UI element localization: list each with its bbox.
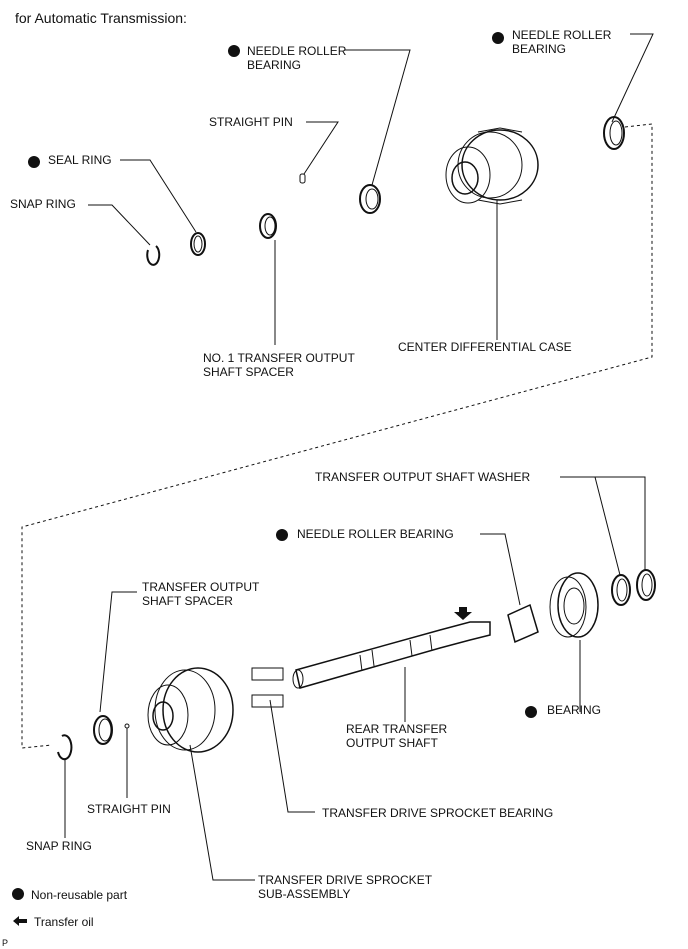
non-reusable-marker-icon <box>525 706 537 718</box>
leader-needle-bearing-3 <box>480 533 521 606</box>
center-differential-case-part <box>445 127 539 205</box>
page-title: for Automatic Transmission: <box>15 10 187 26</box>
no1-spacer-part <box>259 213 277 239</box>
washer-1-part <box>611 574 631 606</box>
label-seal-ring: SEAL RING <box>48 153 112 167</box>
label-center-differential-case: CENTER DIFFERENTIAL CASE <box>398 340 572 354</box>
label-straight-pin-bottom: STRAIGHT PIN <box>87 802 171 816</box>
label-needle-roller-bearing-1: NEEDLE ROLLER BEARING <box>247 44 347 72</box>
label-no1-transfer-output-shaft-spacer: NO. 1 TRANSFER OUTPUT SHAFT SPACER <box>203 351 355 379</box>
straight-pin-bottom-part <box>124 723 130 729</box>
rear-transfer-output-shaft-part <box>292 621 491 689</box>
left-arrow-icon <box>13 916 27 926</box>
leader-washer <box>560 476 646 576</box>
label-transfer-output-shaft-washer: TRANSFER OUTPUT SHAFT WASHER <box>315 470 531 484</box>
non-reusable-marker-icon <box>276 529 288 541</box>
label-snap-ring-top: SNAP RING <box>10 197 76 211</box>
non-reusable-marker-icon <box>492 32 504 44</box>
seal-ring-part <box>190 232 206 256</box>
snap-ring-bottom-part <box>57 734 73 761</box>
transfer-oil-marker-icon <box>454 607 472 620</box>
label-needle-roller-bearing-3: NEEDLE ROLLER BEARING <box>297 527 454 541</box>
filled-circle-icon <box>12 888 24 900</box>
label-straight-pin-top: STRAIGHT PIN <box>209 115 293 129</box>
leader-output-spacer <box>99 591 137 713</box>
bearing-part <box>549 572 599 638</box>
snap-ring-top-part <box>146 245 161 266</box>
leader-seal-ring <box>120 159 197 233</box>
drive-sprocket-part <box>147 667 234 753</box>
assembly-axis-dashed <box>21 123 653 749</box>
output-shaft-spacer-part <box>93 715 113 745</box>
legend-transfer-oil: Transfer oil <box>34 915 94 929</box>
leader-drive-sprocket <box>189 744 255 881</box>
non-reusable-marker-icon <box>228 45 240 57</box>
figure-code: P <box>2 938 9 948</box>
needle-bearing-1-part <box>359 184 381 214</box>
label-rear-transfer-output-shaft: REAR TRANSFER OUTPUT SHAFT <box>346 722 448 750</box>
leader-needle-bearing-2 <box>611 33 654 123</box>
label-transfer-drive-sprocket-bearing: TRANSFER DRIVE SPROCKET BEARING <box>322 806 554 820</box>
non-reusable-marker-icon <box>28 156 40 168</box>
straight-pin-top-part <box>299 173 306 184</box>
leader-straight-pin-top <box>303 121 339 175</box>
needle-bearing-2-part <box>603 116 625 150</box>
label-transfer-output-shaft-spacer: TRANSFER OUTPUT SHAFT SPACER <box>142 580 260 608</box>
needle-bearing-3-part <box>507 603 539 644</box>
label-bearing: BEARING <box>547 703 602 717</box>
label-transfer-drive-sprocket-subassembly: TRANSFER DRIVE SPROCKET SUB-ASSEMBLY <box>258 873 433 901</box>
leader-drive-sprocket-bearing <box>269 699 315 813</box>
washer-2-part <box>636 569 656 601</box>
leader-needle-bearing-1 <box>345 49 411 186</box>
leader-snap-ring-top <box>88 204 151 246</box>
label-snap-ring-bottom: SNAP RING <box>26 839 92 853</box>
legend-non-reusable: Non-reusable part <box>31 888 128 902</box>
label-needle-roller-bearing-2: NEEDLE ROLLER BEARING <box>512 28 612 56</box>
drive-sprocket-bearing-part <box>251 667 284 708</box>
